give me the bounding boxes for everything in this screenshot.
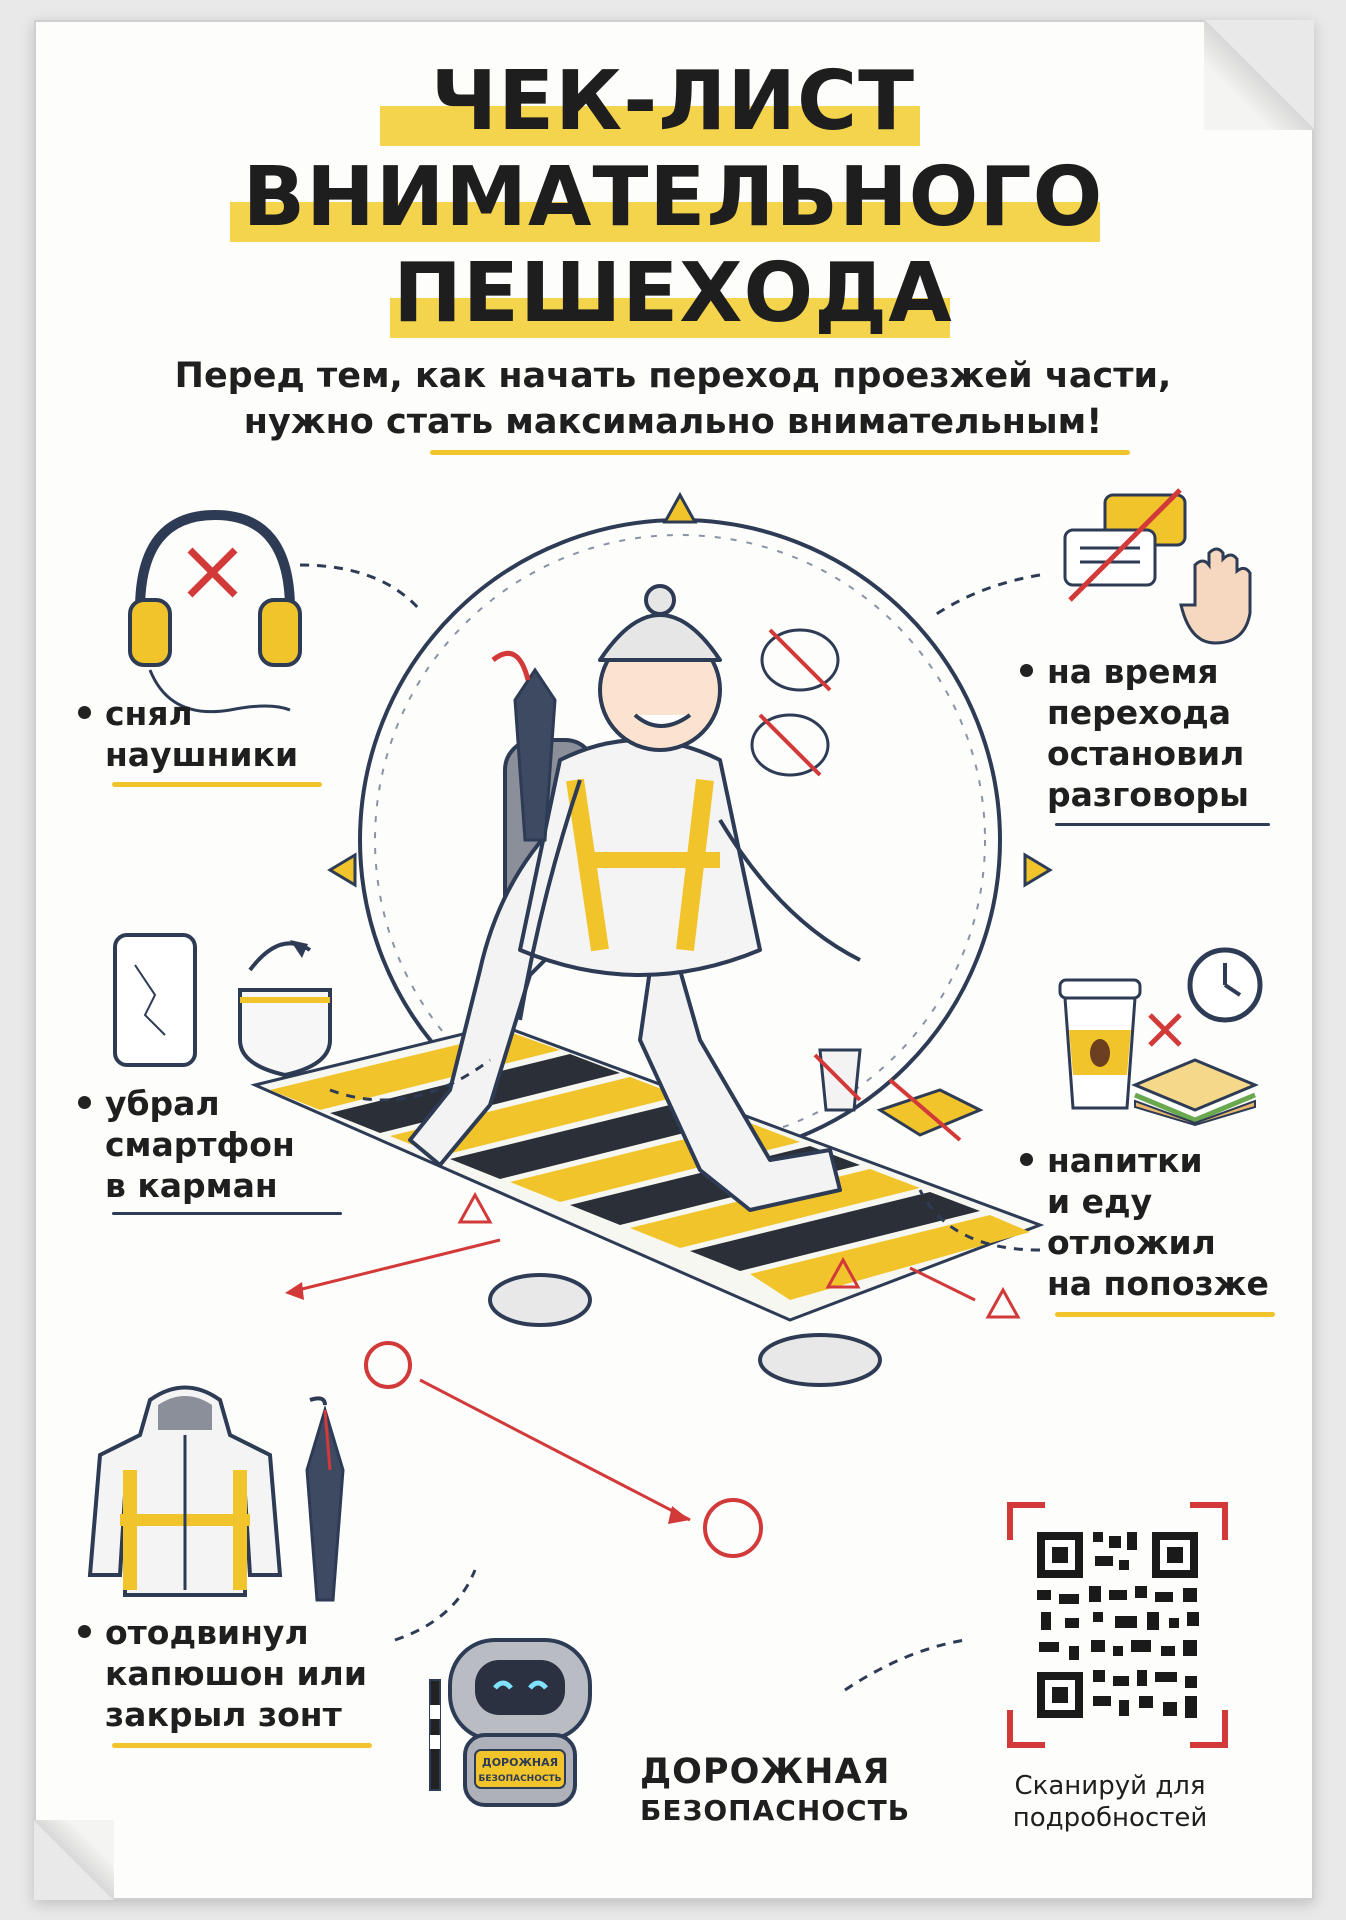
robot-mascot-icon: ДОРОЖНАЯ БЕЗОПАСНОСТЬ xyxy=(429,1638,592,1807)
page-curl-shade-bl xyxy=(34,1820,114,1900)
item-underline xyxy=(112,1743,372,1748)
item-text: остановил xyxy=(1047,734,1245,773)
item-text: снял xyxy=(105,694,193,733)
item-text: в карман xyxy=(105,1166,278,1205)
brand-line-1: ДОРОЖНАЯ xyxy=(640,1752,891,1792)
item-underline xyxy=(112,1212,342,1215)
coffee-cup-crossed-icon xyxy=(813,1048,984,1142)
sandwich-icon xyxy=(1131,1058,1259,1127)
checklist-item-food: напитки и еду отложил на попозже xyxy=(1020,1140,1269,1304)
umbrella-icon xyxy=(491,650,557,842)
mascot-badge-line-2: БЕЗОПАСНОСТЬ xyxy=(479,1774,562,1784)
title-highlight-1 xyxy=(380,106,920,146)
page-curl-shade xyxy=(1204,20,1314,130)
compass-marker-top xyxy=(662,491,698,524)
subtitle-underline xyxy=(430,450,1130,455)
item-text: капюшон или xyxy=(105,1654,367,1693)
item-text: убрал xyxy=(105,1084,220,1123)
checklist-item-conversation: на время перехода остановил разговоры xyxy=(1020,651,1249,815)
headphones-icon xyxy=(128,509,302,714)
item-text: напитки xyxy=(1047,1141,1203,1180)
checklist-item-hood: отодвинул капюшон или закрыл зонт xyxy=(78,1612,367,1735)
compass-marker-right xyxy=(1023,852,1053,888)
smartphone-icon xyxy=(113,933,197,1067)
qr-code-icon[interactable] xyxy=(1005,1500,1230,1750)
item-text: закрыл зонт xyxy=(105,1695,342,1734)
umbrella-closed-icon xyxy=(305,1396,345,1602)
title-line-2: ВНИМАТЕЛЬНОГО xyxy=(242,150,1104,245)
brand-line-2: БЕЗОПАСНОСТЬ xyxy=(640,1794,911,1827)
item-underline xyxy=(1055,823,1270,826)
mascot-badge-line-1: ДОРОЖНАЯ xyxy=(482,1756,558,1769)
qr-caption-line-1: Сканируй для xyxy=(1014,1771,1206,1801)
item-text: на время xyxy=(1047,652,1219,691)
item-text: наушники xyxy=(105,735,299,774)
pedestrian-figure xyxy=(408,584,882,1387)
subtitle-line-2: нужно стать максимально внимательным! xyxy=(243,402,1103,442)
item-underline xyxy=(112,782,322,787)
title-highlight-3 xyxy=(390,298,950,338)
bullet-icon xyxy=(78,1096,91,1109)
coffee-cup-icon xyxy=(1058,978,1142,1110)
bullet-icon xyxy=(78,706,91,719)
checklist-item-headphones: снял наушники xyxy=(78,693,298,775)
qr-caption-line-2: подробностей xyxy=(1012,1803,1208,1833)
bullet-icon xyxy=(1020,664,1033,677)
item-text: отложил xyxy=(1047,1223,1216,1262)
title-line-1: ЧЕК-ЛИСТ xyxy=(430,54,916,149)
item-text: и еду xyxy=(1047,1182,1153,1221)
subtitle-line-1: Перед тем, как начать переход проезжей ч… xyxy=(174,356,1172,396)
qr-caption: Сканируй для подробностей xyxy=(990,1770,1230,1834)
warning-triangle-icon xyxy=(457,1191,1021,1319)
hand-stop-icon xyxy=(1179,547,1252,645)
item-text: на попозже xyxy=(1047,1264,1269,1303)
jacket-icon xyxy=(87,1385,283,1597)
food-cross-mark xyxy=(1148,1013,1182,1047)
item-underline xyxy=(1055,1312,1275,1317)
brand-block: ДОРОЖНАЯ БЕЗОПАСНОСТЬ xyxy=(640,1752,910,1827)
title-highlight-2 xyxy=(230,202,1100,242)
item-text: отодвинул xyxy=(105,1613,309,1652)
item-text: смартфон xyxy=(105,1125,295,1164)
bullet-icon xyxy=(1020,1153,1033,1166)
checklist-item-smartphone: убрал смартфон в карман xyxy=(78,1083,295,1206)
clock-icon xyxy=(1187,947,1263,1023)
bullet-icon xyxy=(78,1625,91,1638)
item-text: разговоры xyxy=(1047,775,1249,814)
chat-bubbles-icon xyxy=(1063,488,1187,602)
item-text: перехода xyxy=(1047,693,1232,732)
music-note-crossed-icon xyxy=(750,628,840,777)
title-line-3: ПЕШЕХОДА xyxy=(393,246,953,341)
compass-marker-left xyxy=(327,852,357,888)
pocket-icon xyxy=(238,940,332,1078)
dashed-arrows xyxy=(299,563,1041,1692)
